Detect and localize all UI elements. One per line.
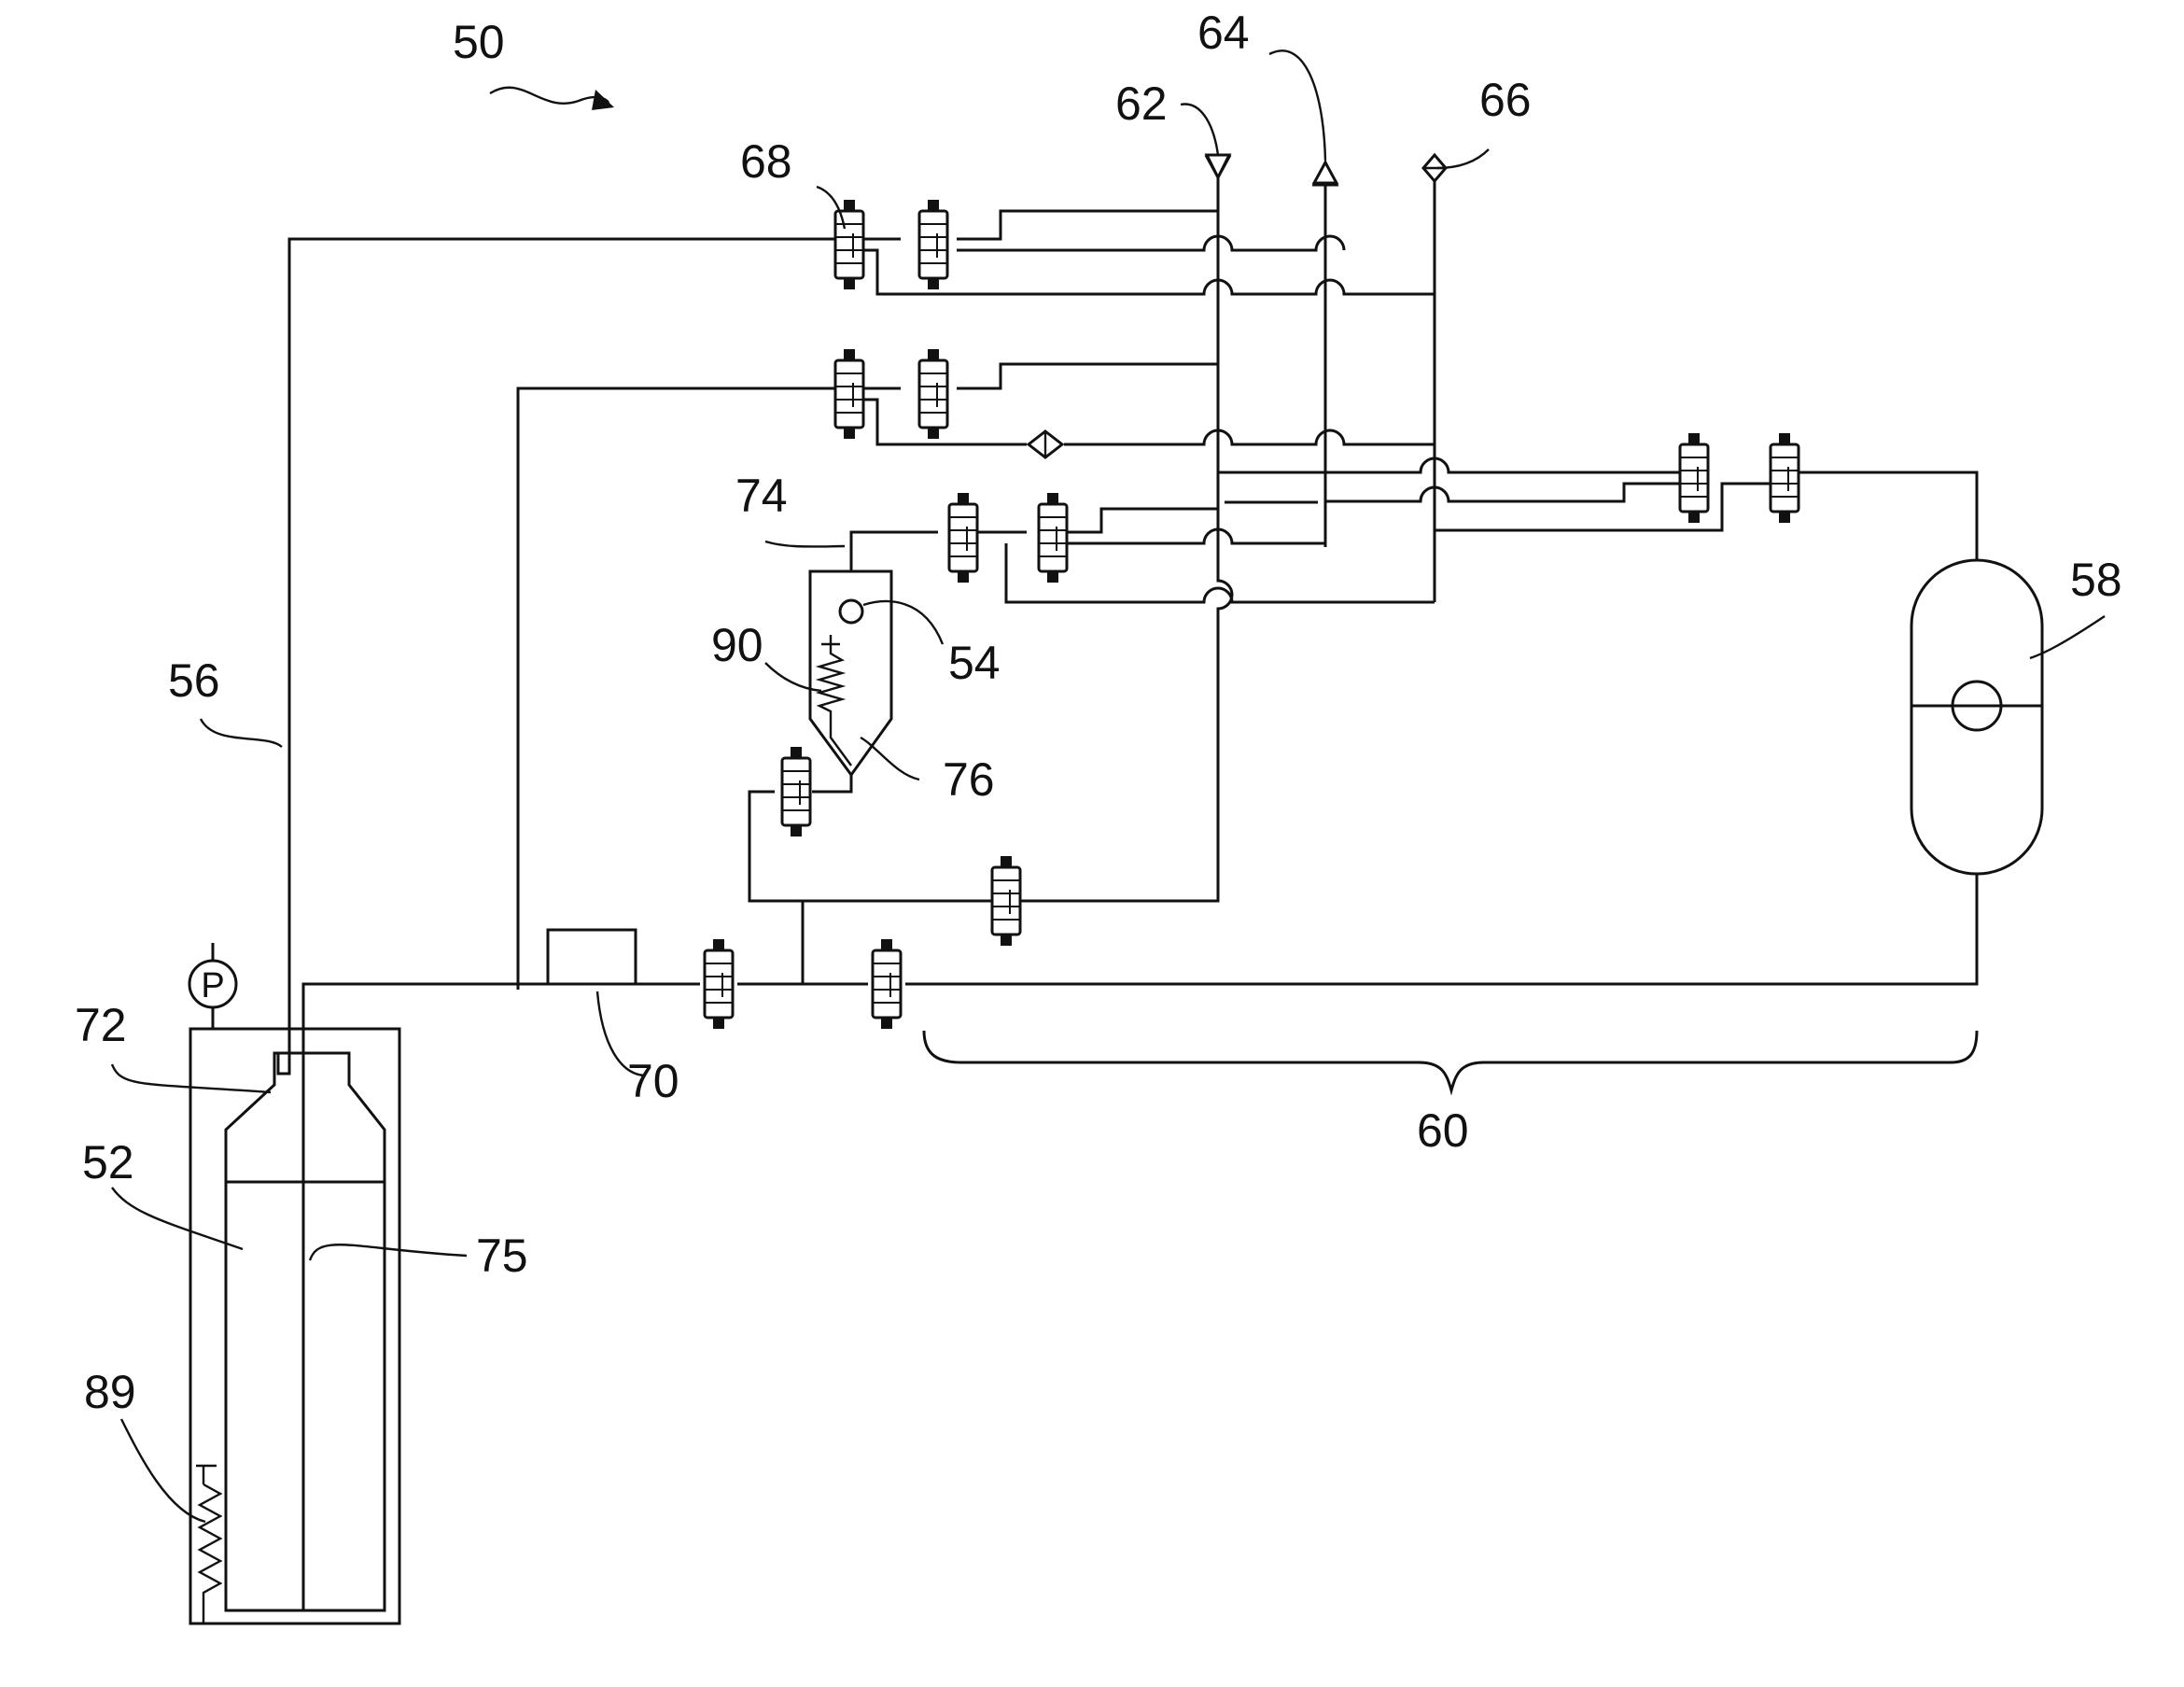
block-70 bbox=[548, 930, 636, 984]
bracket-60 bbox=[924, 1031, 1977, 1090]
ref-56: 56 bbox=[168, 654, 220, 707]
inline-filter-icon bbox=[1029, 431, 1062, 457]
valve-icon bbox=[992, 856, 1020, 946]
ref-62: 62 bbox=[1115, 77, 1168, 130]
valve-icon bbox=[1680, 433, 1708, 523]
leader-lines bbox=[112, 50, 2105, 1522]
ref-76: 76 bbox=[943, 753, 995, 806]
valve-icon bbox=[1039, 493, 1067, 583]
valve-54-ball-icon bbox=[840, 600, 862, 623]
valve-icon bbox=[782, 747, 810, 836]
ref-66: 66 bbox=[1479, 74, 1532, 126]
arrowhead-50 bbox=[592, 90, 614, 110]
ref-52: 52 bbox=[82, 1136, 134, 1188]
ref-68: 68 bbox=[740, 135, 792, 188]
ref-50: 50 bbox=[453, 16, 505, 68]
ref-75: 75 bbox=[476, 1230, 528, 1282]
vessel-assembly: P bbox=[189, 943, 399, 1624]
valve-icon bbox=[949, 493, 977, 583]
ref-60: 60 bbox=[1417, 1104, 1469, 1157]
valve-icon bbox=[705, 939, 733, 1029]
valve-icon bbox=[919, 349, 947, 439]
valve-icon bbox=[873, 939, 901, 1029]
valve-icon bbox=[1771, 433, 1799, 523]
valve-icon bbox=[919, 200, 947, 289]
ref-90: 90 bbox=[711, 619, 763, 671]
ref-89: 89 bbox=[84, 1366, 136, 1418]
gauge-label: P bbox=[201, 966, 224, 1005]
ref-54: 54 bbox=[948, 637, 1001, 689]
ref-70: 70 bbox=[627, 1055, 679, 1107]
valve-icon bbox=[835, 349, 863, 439]
piping bbox=[289, 170, 1977, 1057]
vessel-52 bbox=[226, 1053, 385, 1610]
chamber-58 bbox=[1911, 560, 2042, 874]
ref-72: 72 bbox=[75, 999, 127, 1051]
ref-64: 64 bbox=[1197, 7, 1250, 59]
ref-58: 58 bbox=[2070, 554, 2122, 606]
ref-74: 74 bbox=[735, 470, 788, 522]
